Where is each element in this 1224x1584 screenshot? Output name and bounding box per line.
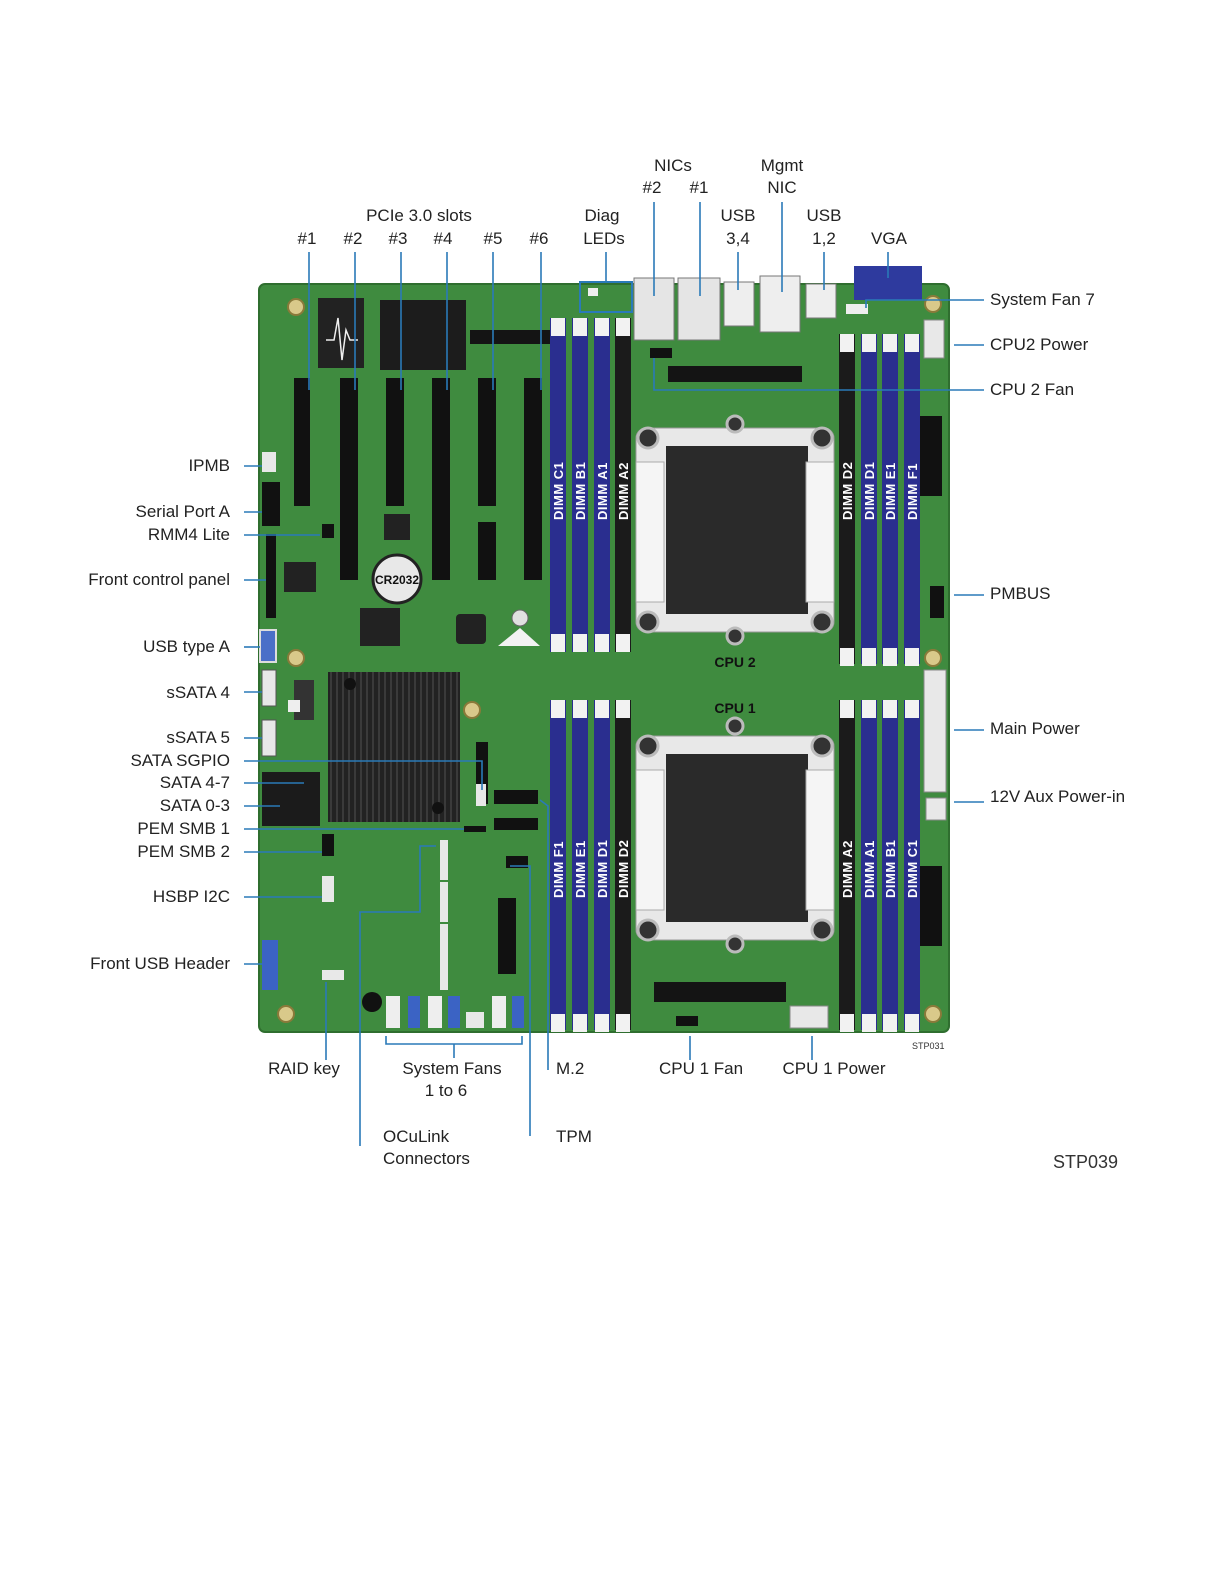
nic-2: #2 <box>642 178 662 197</box>
oculink-label-2: Connectors <box>383 1149 470 1168</box>
pch-heatsink <box>328 672 460 822</box>
dimm-label: DIMM A1 <box>862 840 877 898</box>
m2-label: M.2 <box>556 1059 585 1078</box>
nic-1: #1 <box>689 178 709 197</box>
pcie-slot-5: #5 <box>483 229 503 248</box>
pcie-slots <box>294 378 542 580</box>
board-chips <box>284 298 802 646</box>
ssata4-label: sSATA 4 <box>166 683 230 702</box>
dimm-labels-lower-left: DIMM F1 DIMM E1 DIMM D1 DIMM D2 <box>551 840 631 898</box>
pcie-title: PCIe 3.0 slots <box>366 206 472 225</box>
usb34-label-2: 3,4 <box>726 229 750 248</box>
left-connectors <box>259 452 538 1012</box>
cpu1-fan-label: CPU 1 Fan <box>658 1059 744 1078</box>
cpu2-socket <box>635 414 835 646</box>
cpu2-power-label: CPU2 Power <box>990 335 1089 354</box>
dimm-slots-lower-left <box>550 700 631 1030</box>
dimm-label: DIMM C1 <box>905 840 920 898</box>
system-fan-connectors <box>386 996 524 1028</box>
dimm-label: DIMM F1 <box>551 841 566 898</box>
serial-port-label: Serial Port A <box>135 502 231 521</box>
aux-power-label: 12V Aux Power-in <box>990 787 1126 806</box>
cpu1-label: CPU 1 <box>714 700 755 716</box>
cpu1-socket <box>635 716 835 954</box>
dimm-label: DIMM E1 <box>883 462 898 520</box>
usb34-label-1: USB <box>720 206 756 225</box>
raid-key-label: RAID key <box>268 1059 340 1078</box>
sata47-label: SATA 4-7 <box>159 773 230 792</box>
dimm-latches <box>551 318 919 1032</box>
ipmb-label: IPMB <box>188 456 230 475</box>
dimm-label: DIMM B1 <box>883 840 898 898</box>
sata-sgpio-label: SATA SGPIO <box>130 751 230 770</box>
usb12-label-1: USB <box>806 206 842 225</box>
cpu2-fan-label: CPU 2 Fan <box>990 380 1075 399</box>
main-power-label: Main Power <box>990 719 1080 738</box>
rmm4-label: RMM4 Lite <box>147 525 230 544</box>
pcie-slot-6: #6 <box>529 229 549 248</box>
hsbp-i2c-label: HSBP I2C <box>152 887 230 906</box>
figure-id: STP039 <box>1053 1152 1119 1172</box>
dimm-label: DIMM D2 <box>616 840 631 898</box>
dimm-labels-lower-right: DIMM A2 DIMM A1 DIMM B1 DIMM C1 <box>840 840 920 898</box>
diag-label-2: LEDs <box>583 229 625 248</box>
pcie-slot-3: #3 <box>388 229 408 248</box>
dimm-label: DIMM B1 <box>573 462 588 520</box>
mgmt-label-1: Mgmt <box>760 156 804 175</box>
diag-label-1: Diag <box>584 206 620 225</box>
inductor-trace <box>326 317 358 361</box>
cmos-battery <box>371 553 423 605</box>
system-fans-label-2: 1 to 6 <box>424 1081 468 1100</box>
dimm-label: DIMM A1 <box>595 462 610 520</box>
system-fans-label-1: System Fans <box>402 1059 502 1078</box>
leader-lines <box>244 202 984 1146</box>
dimm-slots-upper-left <box>550 318 631 652</box>
dimm-label: DIMM A2 <box>616 462 631 520</box>
usb-type-a-label: USB type A <box>143 637 230 656</box>
sata03-label: SATA 0-3 <box>159 796 230 815</box>
pem-smb2-label: PEM SMB 2 <box>137 842 230 861</box>
dimm-label: DIMM D2 <box>840 462 855 520</box>
board-id: STP031 <box>912 1041 945 1051</box>
pcie-slot-1: #1 <box>297 229 317 248</box>
mounting-holes <box>277 295 942 1023</box>
dimm-label: DIMM A2 <box>840 840 855 898</box>
usb12-label-2: 1,2 <box>812 229 836 248</box>
dimm-label: DIMM E1 <box>573 840 588 898</box>
ssata5-label: sSATA 5 <box>166 728 230 747</box>
oculink-label-1: OCuLink <box>383 1127 450 1146</box>
battery-label: CR2032 <box>375 573 419 587</box>
pem-smb1-label: PEM SMB 1 <box>137 819 230 838</box>
dimm-label: DIMM D1 <box>595 840 610 898</box>
dimm-label: DIMM F1 <box>905 463 920 520</box>
dimm-label: DIMM C1 <box>551 462 566 520</box>
dimm-labels-upper-right: DIMM D2 DIMM D1 DIMM E1 DIMM F1 <box>840 462 920 520</box>
tpm-label: TPM <box>556 1127 592 1146</box>
cpu2-label: CPU 2 <box>714 654 755 670</box>
pcie-slot-4: #4 <box>433 229 453 248</box>
vga-label: VGA <box>871 229 907 248</box>
front-usb-header-label: Front USB Header <box>90 954 230 973</box>
pcie-slot-2: #2 <box>343 229 363 248</box>
cpu1-power-label: CPU 1 Power <box>782 1059 886 1078</box>
rear-io <box>498 266 947 1029</box>
system-fan7-label: System Fan 7 <box>990 290 1095 309</box>
dimm-slots-lower-right <box>839 700 920 1030</box>
pmbus-label: PMBUS <box>990 584 1051 603</box>
front-control-panel-label: Front control panel <box>88 570 230 589</box>
nics-title: NICs <box>654 156 692 175</box>
dimm-slots-upper-right <box>839 334 920 664</box>
dimm-label: DIMM D1 <box>862 462 877 520</box>
mgmt-label-2: NIC <box>767 178 797 197</box>
dimm-labels-upper-left: DIMM C1 DIMM B1 DIMM A1 DIMM A2 <box>551 462 631 520</box>
